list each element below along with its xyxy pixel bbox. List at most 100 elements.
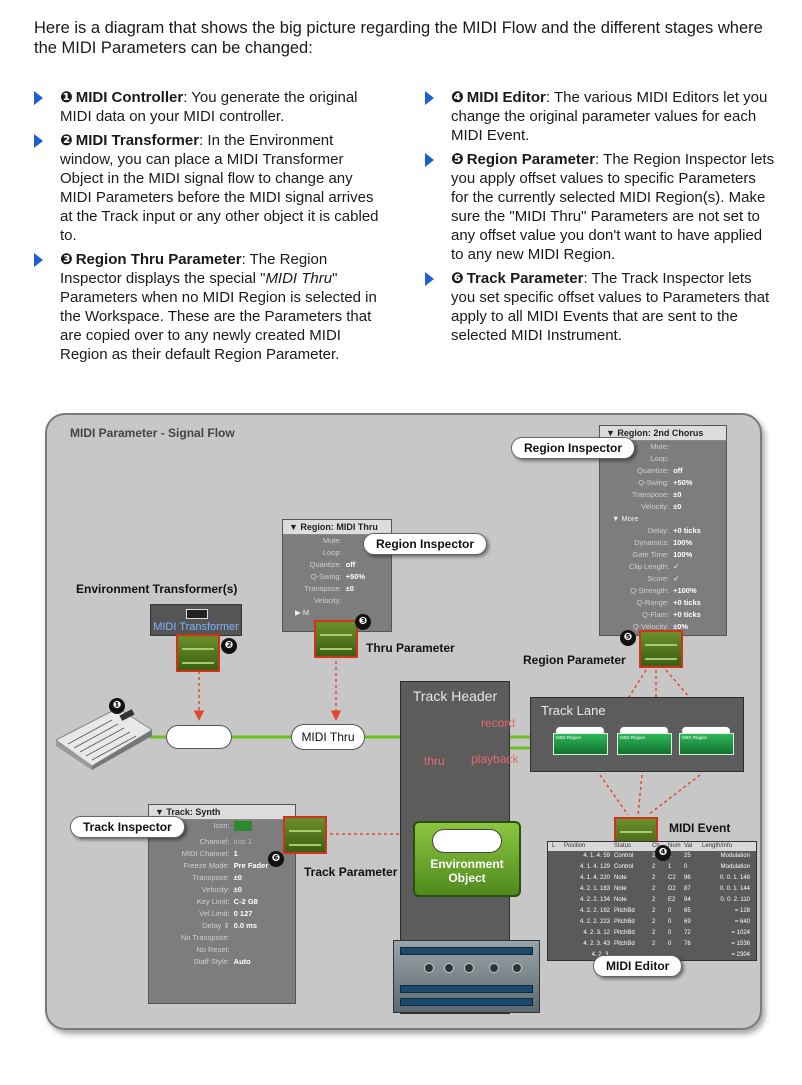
item-term: Region Thru Parameter xyxy=(75,251,242,268)
row-value: ±0% xyxy=(673,622,689,631)
row-key: Q-Flam: xyxy=(641,610,670,619)
editor-cell: 4. 2. 2. 223 xyxy=(579,919,610,925)
item-term: MIDI Editor xyxy=(466,89,546,106)
transformer-node xyxy=(166,725,232,749)
intro-paragraph: Here is a diagram that shows the big pic… xyxy=(34,19,763,57)
editor-cell: 4. 2. 2. 192 xyxy=(579,908,610,914)
synth-strip xyxy=(400,998,533,1006)
row-value: off xyxy=(345,560,356,569)
editor-cell: Note xyxy=(614,897,627,903)
item-italic: MIDI Thru xyxy=(265,270,333,287)
row-key: Loop: xyxy=(322,548,342,557)
col-header: Val xyxy=(684,843,693,849)
editor-cell: 96 xyxy=(684,875,691,881)
track-fader xyxy=(283,816,327,854)
item-term: MIDI Transformer xyxy=(75,132,200,149)
row-key: Dynamics: xyxy=(634,538,670,547)
editor-cell: 0. 0. 2. 110 xyxy=(720,897,750,903)
row-key: Mute: xyxy=(650,442,670,451)
row-value: ✓ xyxy=(673,562,680,571)
editor-cell: 2 xyxy=(652,853,656,859)
row-key: Freeze Mode: xyxy=(183,861,230,870)
editor-cell: 0 xyxy=(668,941,672,947)
transformer-fader xyxy=(176,634,220,672)
editor-cell: 4. 2. 2. 134 xyxy=(579,897,610,903)
editor-cell: = 2304 xyxy=(731,952,750,958)
editor-cell: 0. 0. 1. 144 xyxy=(719,886,750,892)
row-key: No Reset: xyxy=(196,945,230,954)
editor-cell: = 128 xyxy=(734,908,750,914)
transformer-icon xyxy=(186,609,208,619)
midi-region: MIDI Region xyxy=(617,733,672,755)
row-value: +50% xyxy=(673,478,693,487)
midi-region: MIDI Region xyxy=(553,733,608,755)
col-header: Length/Info xyxy=(702,843,733,849)
editor-row[interactable]: 4. 1. 4. 59Control2125Modulation xyxy=(548,851,756,862)
editor-cell xyxy=(684,950,702,961)
editor-cell: 0 xyxy=(668,930,672,936)
editor-cell: 4. 2. 3. 43 xyxy=(583,941,610,947)
editor-cell: 4. 1. 4. 59 xyxy=(583,853,610,859)
row-value: ±0 xyxy=(673,490,682,499)
row-value: 100% xyxy=(673,550,693,559)
row-key: Velocity: xyxy=(641,502,670,511)
col-header: Position xyxy=(564,843,586,849)
editor-cell: 2 xyxy=(652,930,656,936)
midi-editor-callout: MIDI Editor xyxy=(593,955,683,977)
item-term: Track Parameter xyxy=(466,270,584,287)
row-key: Mute: xyxy=(322,536,342,545)
item-term: Region Parameter xyxy=(466,151,596,168)
row-key: No Transpose: xyxy=(180,933,230,942)
triangle-bullet-icon xyxy=(34,91,43,105)
synth-instrument-image xyxy=(393,940,540,1013)
item-text: : In the Environment window, you can pla… xyxy=(60,132,379,244)
track-lane: Track Lane MIDI Region MIDI Region MIDI … xyxy=(530,697,744,772)
row-value: +50% xyxy=(345,572,366,581)
item-text: : The Region Inspector lets you apply of… xyxy=(451,151,775,263)
row-value: 0 127 xyxy=(233,909,253,918)
inspector-header: ▼ Region: MIDI Thru xyxy=(283,520,391,535)
track-inspector-callout: Track Inspector xyxy=(70,816,185,838)
editor-cell: Control xyxy=(614,864,634,870)
triangle-bullet-icon xyxy=(425,272,434,286)
row-key: Quantize: xyxy=(309,560,342,569)
editor-cell: 69 xyxy=(684,919,691,925)
editor-header-row: L Position Status Ch Num Val Length/Info xyxy=(548,842,756,851)
row-key: Delay ⇕ xyxy=(202,921,230,930)
thru-param-label: Thru Parameter xyxy=(366,641,455,655)
row-key: Transpose: xyxy=(631,490,670,499)
editor-cell: Control xyxy=(614,853,634,859)
editor-cell: = 640 xyxy=(734,919,750,925)
editor-cell: Modulation xyxy=(720,864,750,870)
midi-event-label: MIDI Event xyxy=(669,821,731,835)
row-value: 1 xyxy=(233,849,238,858)
synth-knob xyxy=(424,963,434,973)
editor-cell: 72 xyxy=(684,930,691,936)
row-key: Loop: xyxy=(650,454,670,463)
track-param-label: Track Parameter xyxy=(304,865,398,879)
item-number: ❹ xyxy=(451,89,464,106)
row-key: MIDI Channel: xyxy=(181,849,230,858)
thru-label: thru xyxy=(424,754,445,768)
editor-cell: 25 xyxy=(684,853,691,859)
playback-label: playback xyxy=(471,752,519,766)
row-key: Q-Strength: xyxy=(630,586,670,595)
editor-cell: Modulation xyxy=(720,853,750,859)
editor-cell: E2 xyxy=(668,897,676,903)
row-key: Q-Range: xyxy=(636,598,670,607)
more-row: ▶ M xyxy=(295,608,310,617)
row-value: 0.0 ms xyxy=(233,921,258,930)
badge-1: ❶ xyxy=(109,698,125,714)
row-value: 100% xyxy=(673,538,693,547)
